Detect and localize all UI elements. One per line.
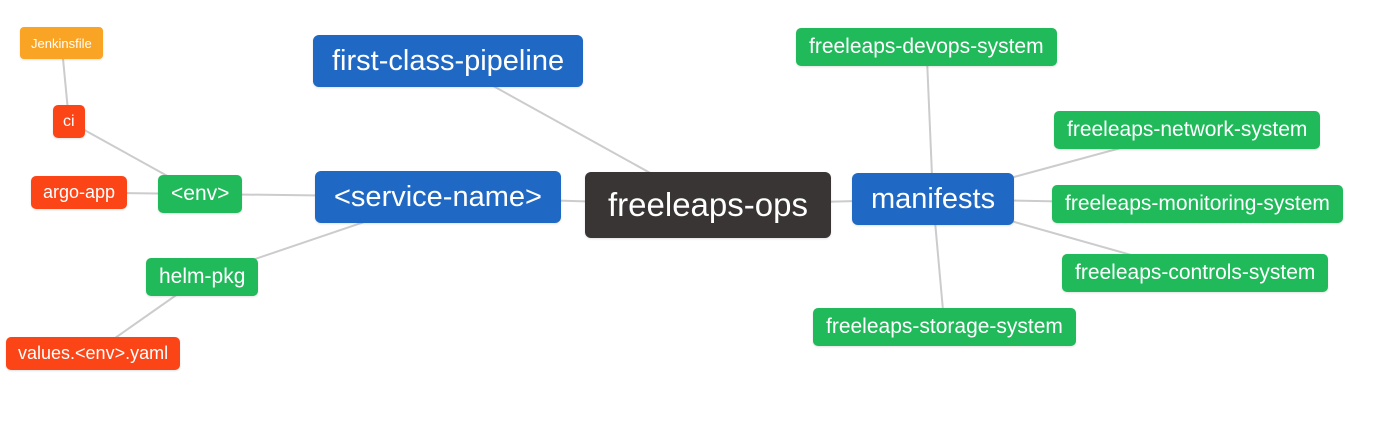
node-label: manifests [871,182,996,215]
node-network-system[interactable]: freeleaps-network-system [1054,111,1321,149]
node-label: freeleaps-network-system [1067,118,1308,141]
node-monitoring-system[interactable]: freeleaps-monitoring-system [1052,185,1343,223]
node-label: Jenkinsfile [31,35,92,51]
node-label: helm-pkg [159,265,246,288]
node-label: freeleaps-ops [608,186,808,223]
node-label: argo-app [43,182,116,202]
node-devops-system[interactable]: freeleaps-devops-system [796,28,1057,66]
node-env[interactable]: <env> [158,175,243,213]
node-storage-system[interactable]: freeleaps-storage-system [813,308,1076,346]
node-label: freeleaps-storage-system [826,315,1063,338]
node-ci[interactable]: ci [53,105,85,138]
node-label: freeleaps-controls-system [1075,261,1316,284]
node-helm-pkg[interactable]: helm-pkg [146,258,259,296]
node-label: freeleaps-monitoring-system [1065,192,1330,215]
node-jenkinsfile[interactable]: Jenkinsfile [20,27,103,59]
node-controls-system[interactable]: freeleaps-controls-system [1062,254,1329,292]
node-argo-app[interactable]: argo-app [31,176,128,209]
node-label: <env> [171,182,230,205]
node-manifests[interactable]: manifests [852,173,1015,225]
node-values-env-yaml[interactable]: values.<env>.yaml [6,337,181,370]
node-service-name[interactable]: <service-name> [315,171,561,223]
node-freeleaps-ops[interactable]: freeleaps-ops [585,172,831,238]
node-label: first-class-pipeline [332,44,565,77]
node-label: ci [63,112,75,130]
node-label: <service-name> [334,180,542,213]
node-label: values.<env>.yaml [18,343,169,363]
node-label: freeleaps-devops-system [809,35,1044,58]
node-first-class-pipeline[interactable]: first-class-pipeline [313,35,584,87]
